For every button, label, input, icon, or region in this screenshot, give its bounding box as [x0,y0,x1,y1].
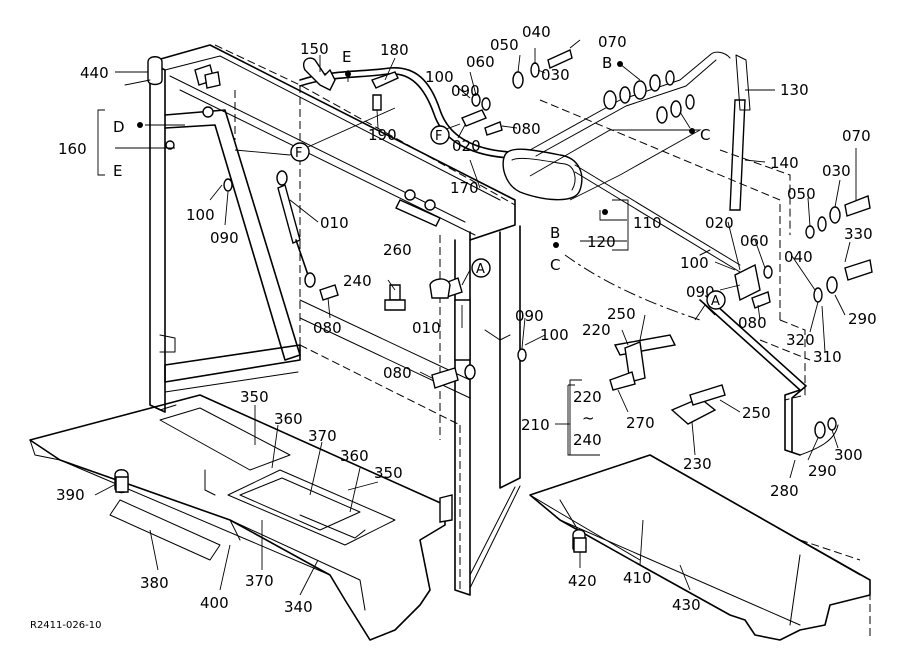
callout-360: 360 [274,410,303,428]
callout-010: 010 [320,214,349,232]
callout-080d: 080 [383,364,412,382]
callout-180: 180 [380,41,409,59]
floor-mat-assembly [29,394,446,641]
ref-c-top: C [700,126,710,144]
callout-370: 370 [308,427,337,445]
callout-020: 020 [452,137,481,155]
callout-320: 320 [786,331,815,349]
callout-240b: 240 [573,431,602,449]
leader-lines [94,39,857,596]
ref-b-mid: B [550,224,560,242]
callout-100: 100 [425,68,454,86]
callout-040b: 040 [784,248,813,266]
callout-080c: 080 [738,314,767,332]
ref-e-left: E [113,162,122,180]
ref-a-right: A [711,294,720,309]
callout-070b: 070 [842,127,871,145]
callout-190: 190 [368,126,397,144]
callout-210: 210 [521,416,550,434]
dashed-guides [539,99,811,401]
callout-040: 040 [522,23,551,41]
wiper-assembly [299,51,751,273]
callout-050b: 050 [787,185,816,203]
callout-310: 310 [813,348,842,366]
callout-100b: 100 [186,206,215,224]
callout-050: 050 [490,36,519,54]
callout-090d: 090 [515,307,544,325]
callout-070: 070 [598,33,627,51]
callout-240: 240 [343,272,372,290]
ref-f-left: F [295,146,302,161]
callout-150: 150 [300,40,329,58]
callout-260: 260 [383,241,412,259]
callout-010b: 010 [412,319,441,337]
callout-380: 380 [140,574,169,592]
callout-350: 350 [240,388,269,406]
callout-130: 130 [780,81,809,99]
callout-020b: 020 [705,214,734,232]
ref-e-top: E [342,48,351,66]
callout-100c: 100 [680,254,709,272]
callout-140: 140 [770,154,799,172]
rod-280 [699,295,839,456]
callout-350b: 350 [374,464,403,482]
callout-250: 250 [607,305,636,323]
callout-labels: 440 150 180 050 040 070 060 030 100 090 … [56,23,877,616]
callout-120: 120 [587,233,616,251]
diagram-code: R2411-026-10 [30,620,101,631]
callout-170: 170 [450,179,479,197]
reference-dots [137,61,695,248]
callout-280: 280 [770,482,799,500]
callout-060: 060 [466,53,495,71]
callout-090b: 090 [210,229,239,247]
callout-030: 030 [541,66,570,84]
callout-160: 160 [58,140,87,158]
callout-420: 420 [568,572,597,590]
callout-290b: 290 [808,462,837,480]
ref-d: D [113,118,125,136]
callout-370b: 370 [245,572,274,590]
callout-230: 230 [683,455,712,473]
callout-440: 440 [80,64,109,82]
callout-290: 290 [848,310,877,328]
callout-300: 300 [834,446,863,464]
callout-060b: 060 [740,232,769,250]
callout-030b: 030 [822,162,851,180]
ref-a-left: A [476,262,485,277]
callout-080: 080 [512,120,541,138]
reference-letters: D E E B C B C F F A A [113,48,726,310]
range-tilde: ~ [582,409,595,427]
callout-110: 110 [633,214,662,232]
ref-c-mid: C [550,256,560,274]
callout-270: 270 [626,414,655,432]
callout-220: 220 [582,321,611,339]
callout-430: 430 [672,596,701,614]
callout-340: 340 [284,598,313,616]
callout-090: 090 [451,82,480,100]
callout-410: 410 [623,569,652,587]
callout-330: 330 [844,225,873,243]
ref-b-top: B [602,54,612,72]
callout-400: 400 [200,594,229,612]
callout-080b: 080 [313,319,342,337]
callout-390: 390 [56,486,85,504]
callout-360b: 360 [340,447,369,465]
callout-250b: 250 [742,404,771,422]
ref-f-mid: F [435,129,442,144]
callout-100d: 100 [540,326,569,344]
callout-220b: 220 [573,388,602,406]
